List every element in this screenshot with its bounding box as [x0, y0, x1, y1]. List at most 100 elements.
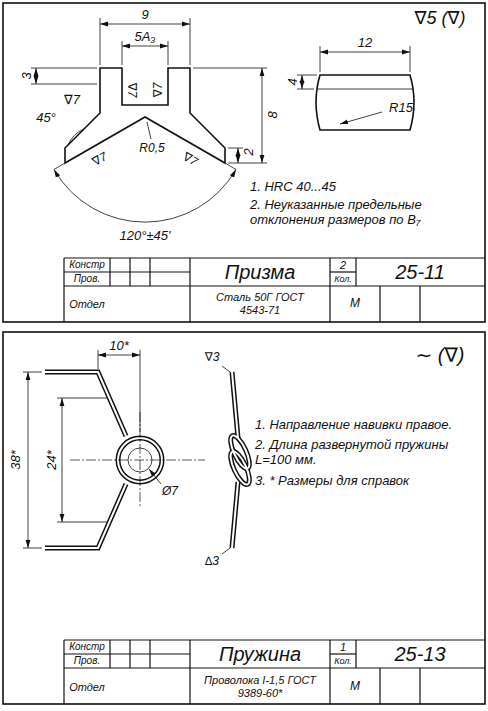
surface-mark: ∇3 [205, 351, 220, 365]
spring-front-view-stroke [70, 460, 205, 461]
prism-dimensions-stroke [54, 163, 65, 170]
prism-dimensions-stroke [122, 41, 123, 65]
title-cell: 1 [340, 641, 346, 654]
spring-side-view-stroke [222, 548, 230, 554]
prism-dimensions-stroke [100, 18, 101, 65]
prism-side-view [297, 46, 414, 130]
title-block-line [189, 258, 190, 322]
dimension-value: 12 [358, 36, 372, 51]
title-block-line [149, 258, 150, 286]
drawing-number: 25-13 [394, 643, 445, 666]
spring-front-view-stroke [45, 372, 126, 436]
title-block-line [189, 640, 190, 704]
prism-dimensions [31, 18, 267, 222]
spring-dimensions-stroke [23, 548, 42, 549]
radius-value: R0,5 [139, 142, 164, 156]
dimension-value: 8 [266, 111, 281, 118]
spring-front-view-stroke [45, 484, 126, 548]
spring-dimensions-stroke [28, 372, 29, 548]
note-text: 2. Длина развернутой пружины L=100 мм. [255, 438, 455, 468]
title-block-line [379, 286, 380, 322]
spring-dimensions-stroke [98, 355, 140, 356]
drawing-number: 25-11 [395, 261, 445, 284]
spring-front-view-stroke [45, 372, 126, 436]
dimension-value: 38* [9, 450, 24, 470]
spring-dimensions [23, 350, 161, 548]
spring-dimensions-stroke [149, 469, 161, 484]
spring-dimensions-stroke [62, 398, 63, 522]
title-cell: Констр [69, 641, 105, 653]
dimension-value: 24* [45, 450, 60, 470]
prism-side-view-stroke [297, 75, 317, 76]
radius-value: R15 [389, 101, 413, 116]
title-block-line [329, 640, 330, 704]
title-block-line [63, 258, 64, 322]
spring-side-view-stroke [227, 449, 253, 487]
prism-dimensions-stroke [147, 122, 151, 139]
prism-dimensions-stroke [190, 18, 191, 65]
prism-dimensions-stroke [225, 163, 236, 170]
spring-dimensions-stroke [23, 372, 42, 373]
spring-dimensions-stroke [57, 398, 108, 399]
prism-dimensions-stroke [228, 163, 267, 164]
title-block-line [330, 653, 356, 654]
title-block-line [64, 257, 485, 258]
prism-front-view-stroke [65, 68, 225, 163]
title-cell: М [350, 297, 360, 311]
title-block-line [64, 653, 190, 654]
title-cell: Кол. [334, 656, 352, 666]
prism-dimensions-stroke [193, 68, 267, 69]
sheet-frame [3, 3, 485, 704]
angle-value: 120°±45' [120, 229, 171, 244]
note-text: 2. Неуказанные предельные отклонения раз… [250, 198, 455, 228]
spring-front-view-stroke [45, 484, 126, 548]
surface-mark: ∇7 [90, 150, 110, 169]
title-block-line [129, 640, 130, 668]
title-cell: Пров. [74, 655, 100, 667]
prism-dimensions-stroke [31, 68, 97, 69]
dimension-value: 2 [242, 148, 257, 155]
prism-front-view [65, 68, 225, 163]
prism-dimensions-stroke [54, 170, 236, 223]
surface-mark: ∆3 [205, 555, 219, 569]
material-cell: Сталь 50Г ГОСТ 4543-71 [205, 291, 315, 316]
spring-side-view-stroke [232, 372, 238, 438]
surface-mark: ∇5 (∇) [414, 8, 465, 29]
part-name: Призма [225, 261, 296, 284]
title-cell: 2 [340, 259, 346, 272]
title-block-line [149, 640, 150, 668]
spring-side-view-stroke [222, 366, 230, 372]
prism-side-view-stroke [410, 46, 411, 72]
sheet-frame-stroke [3, 3, 485, 322]
spring-side-view-stroke [232, 372, 238, 438]
note-text: 3. * Размеры для справок [255, 474, 470, 489]
title-block-line [355, 258, 356, 286]
title-block-line [419, 286, 420, 322]
spring-dimensions-stroke [140, 350, 141, 432]
dimension-value: 9 [141, 8, 148, 23]
prism-dimensions-stroke [262, 68, 263, 163]
title-block-line [379, 668, 380, 704]
diameter-value: Ø7 [162, 485, 178, 499]
title-cell: Отдел [69, 681, 105, 694]
prism-side-view-stroke [317, 89, 413, 90]
spring-dimensions-stroke [57, 522, 108, 523]
prism-side-view-stroke [320, 52, 410, 53]
title-cell: Пров. [74, 273, 100, 285]
sheet-frame-stroke [3, 332, 485, 704]
title-block-line [109, 258, 110, 286]
spring-side-view-stroke [232, 482, 238, 548]
title-block-line [64, 285, 485, 286]
prism-dimensions-stroke [36, 68, 37, 84]
title-block-line [64, 667, 485, 668]
title-block-line [109, 640, 110, 668]
surface-mark: ∇7 [180, 150, 200, 169]
title-block [64, 258, 485, 704]
prism-dimensions-stroke [122, 46, 168, 47]
title-block-line [330, 271, 356, 272]
prism-side-view-stroke [316, 75, 414, 130]
title-cell: М [350, 680, 360, 694]
prism-dimensions-stroke [228, 148, 243, 149]
